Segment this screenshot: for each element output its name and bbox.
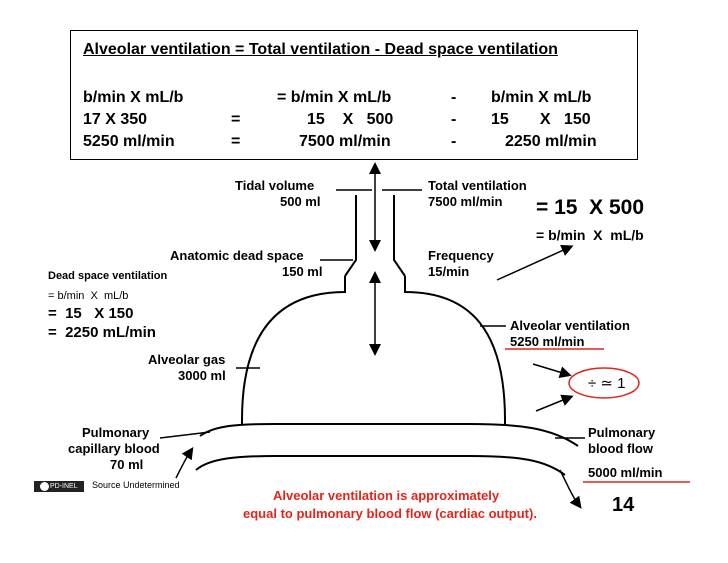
total-ventilation-value: 7500 ml/min [428, 194, 503, 209]
pointer-alveolar-arrow [532, 363, 572, 379]
tidal-volume-label: Tidal volume [235, 178, 315, 193]
capillary-blood-value: 70 ml [110, 457, 144, 472]
dead-space-title: Dead space ventilation [48, 270, 168, 282]
dead-space-units: = b/min X mL/b [48, 290, 129, 302]
pd-circle-icon [40, 482, 49, 491]
blood-flow-value: 5000 ml/min [588, 465, 663, 480]
flow-in-arrow [175, 447, 194, 479]
source-credit: Source Undetermined [92, 480, 180, 490]
capillary-lower [195, 455, 566, 476]
row3-total: 7500 ml/min [299, 133, 391, 150]
total-units-annotation: = b/min X mL/b [536, 227, 644, 243]
flow-out-arrow [559, 469, 582, 509]
row2-dead-space: 15 X 150 [491, 111, 591, 128]
frequency-value: 15/min [428, 264, 470, 279]
alveolus-right-wall [404, 276, 506, 424]
row3-equals: = [231, 133, 241, 150]
row1-total: = b/min X mL/b [277, 89, 392, 106]
row3-minus: - [451, 133, 457, 150]
row2-minus: - [451, 111, 457, 128]
equation-box: Alveolar ventilation = Total ventilation… [70, 30, 638, 160]
blood-flow-label-1: Pulmonary [588, 425, 656, 440]
dead-space-result: = 2250 mL/min [48, 324, 156, 341]
trachea-walls [344, 195, 406, 277]
total-calc-annotation: = 15 X 500 [536, 196, 645, 219]
row1-minus: - [451, 89, 457, 106]
row1-dead-space: b/min X mL/b [491, 89, 592, 106]
anatomic-dead-space-label: Anatomic dead space [170, 248, 304, 263]
note-line-2: equal to pulmonary blood flow (cardiac o… [243, 506, 537, 521]
capillary-blood-label-1: Pulmonary [82, 425, 150, 440]
alveolus-left-wall [241, 276, 346, 424]
dead-space-calc: = 15 X 150 [48, 305, 134, 322]
anatomic-dead-space-value: 150 ml [282, 264, 323, 279]
alveolar-ventilation-label: Alveolar ventilation [510, 318, 630, 333]
leader-capillary [159, 431, 211, 439]
row3-dead-space: 2250 ml/min [505, 133, 597, 150]
frequency-label: Frequency [428, 248, 494, 263]
row2-equals: = [231, 111, 241, 128]
row2-alveolar: 17 X 350 [83, 111, 148, 128]
pointer-bloodflow-arrow [535, 394, 574, 412]
public-domain-badge: PD-INEL [34, 481, 84, 492]
alveolar-gas-value: 3000 ml [178, 368, 226, 383]
total-ventilation-label: Total ventilation [428, 178, 527, 193]
row2-total: 15 X 500 [307, 111, 394, 128]
alveolar-gas-label: Alveolar gas [148, 352, 226, 367]
approx-circle [568, 367, 640, 399]
capillary-upper [199, 423, 579, 447]
page-number: 14 [612, 494, 635, 516]
public-domain-badge-text: PD-INEL [50, 483, 78, 490]
approx-one-annotation: ÷ ≃ 1 [588, 375, 626, 392]
row3-alveolar: 5250 ml/min [83, 133, 175, 150]
alveolar-ventilation-value: 5250 ml/min [510, 334, 585, 349]
note-line-1: Alveolar ventilation is approximately [273, 488, 500, 503]
row1-alveolar: b/min X mL/b [83, 89, 184, 106]
capillary-blood-label-2: capillary blood [68, 441, 160, 456]
pointer-frequency-arrow [496, 244, 574, 281]
tidal-volume-value: 500 ml [280, 194, 321, 209]
equation-header: Alveolar ventilation = Total ventilation… [83, 41, 558, 58]
blood-flow-label-2: blood flow [588, 441, 653, 456]
